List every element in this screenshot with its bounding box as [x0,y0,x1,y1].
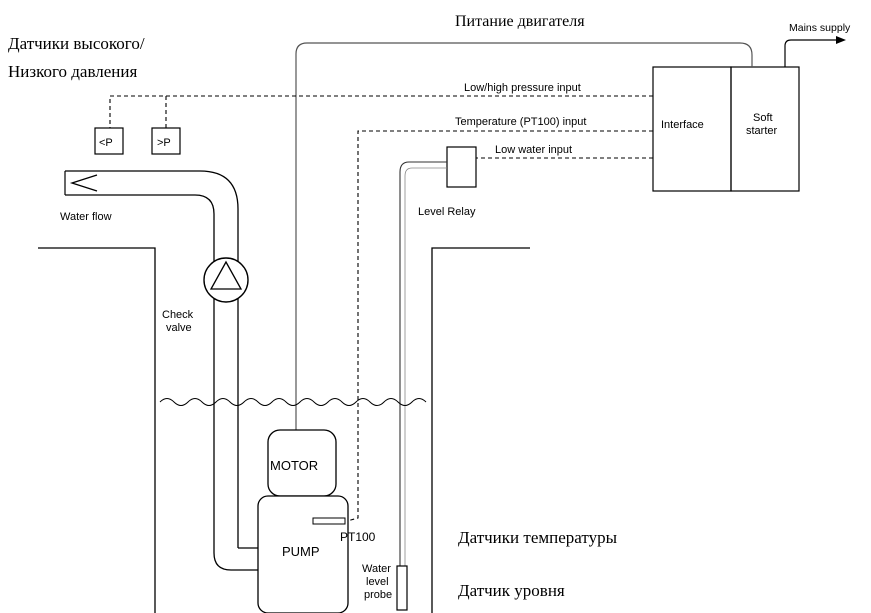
pt100-sensor [312,517,346,525]
water-level-probe-label-1: Water [362,563,391,575]
temperature-signal-line [346,130,653,522]
water-level-probe [396,565,408,611]
soft-starter-box [730,66,800,192]
low-water-input-label: Low water input [495,144,572,156]
water-level-probe-label-3: probe [364,589,392,601]
level-relay-wire-inner [404,167,447,568]
level-relay-label: Level Relay [418,206,476,218]
water-level-probe-label-2: level [366,576,389,588]
check-valve-triangle-icon [209,260,243,290]
level-relay-box [446,146,477,188]
temperature-sensors-label: Датчики температуры [458,528,618,547]
discharge-pipe-outer [65,170,239,548]
level-sensor-label: Датчик уровня [458,581,565,600]
check-valve-label-2: valve [166,322,192,334]
water-surface [159,398,427,406]
pressure-sensors-label-2: Низкого давления [8,62,138,81]
high-pressure-switch-box [151,127,181,155]
check-valve-symbol [203,257,249,303]
well-wall-left [38,247,156,613]
well-wall-right [431,247,530,613]
motor-power-cable [295,42,753,430]
soft-starter-label-2: starter [746,125,778,137]
mains-supply-wire [784,39,836,67]
check-valve-label-1: Check [162,309,194,321]
mains-supply-label: Mains supply [789,22,851,34]
pressure-signal-line [109,95,653,128]
soft-starter-label-1: Soft [753,112,773,124]
level-relay-wire [399,161,447,568]
low-pressure-switch-box [94,127,124,155]
motor-power-label: Питание двигателя [455,13,585,30]
water-flow-label: Water flow [60,211,112,223]
water-flow-arrow-icon [69,174,98,192]
pump-body [257,495,349,613]
pump-label: PUMP [282,544,320,559]
mains-supply-arrow-icon [836,36,846,44]
interface-label: Interface [661,119,704,131]
high-pressure-switch-label: >P [157,137,171,149]
pressure-sensors-label-1: Датчики высокого/ [8,34,145,53]
motor-label: MOTOR [270,458,318,473]
temperature-input-label: Temperature (PT100) input [455,116,586,128]
pressure-input-label: Low/high pressure input [464,82,581,94]
low-pressure-switch-label: <P [99,137,113,149]
pt100-label: PT100 [340,530,376,544]
discharge-pipe-inner [65,194,258,571]
